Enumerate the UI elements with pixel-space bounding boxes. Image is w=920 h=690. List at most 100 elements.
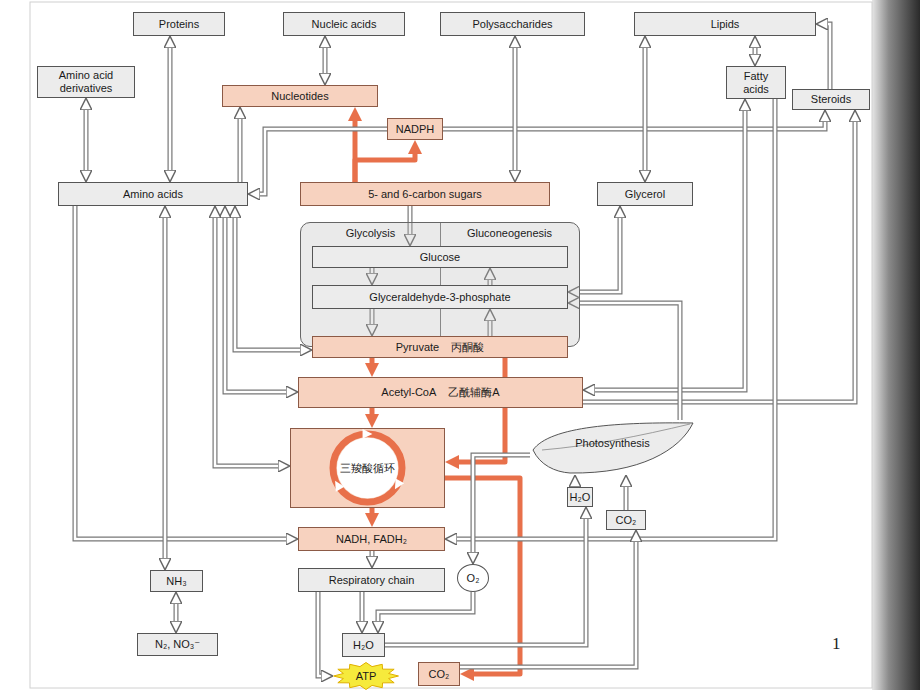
connector (325, 44, 326, 77)
process-box: Proteins (133, 12, 225, 36)
connector (372, 508, 373, 519)
connector-line (583, 118, 855, 402)
process-box: Nucleic acids (283, 12, 405, 36)
connector-outline (225, 214, 290, 392)
process-box: CO₂ (418, 662, 460, 686)
box-label: 乙酰辅酶A (448, 386, 499, 399)
section-heading: Glycolysis (301, 227, 440, 240)
connector (576, 214, 620, 292)
process-box: Acetyl-CoA 乙酰辅酶A (298, 377, 583, 408)
connector (362, 592, 363, 625)
process-box: Amino acids (58, 182, 248, 206)
box-label: H₂O (353, 639, 374, 652)
box-label: Acetyl-CoA (381, 386, 436, 399)
connector-line (378, 592, 473, 625)
cycle-center (337, 438, 398, 498)
connector-line (824, 24, 830, 89)
page-number: 1 (832, 634, 841, 654)
connector (583, 118, 855, 402)
connector-outline (174, 600, 179, 625)
connector (165, 214, 166, 562)
connector-line (239, 115, 242, 182)
connector (626, 483, 627, 510)
connector-line (443, 118, 825, 129)
connector-line (371, 551, 374, 560)
connector-line (473, 455, 530, 556)
box-label: Steroids (811, 93, 851, 106)
process-box: Lipids (634, 12, 816, 36)
process-box: NADPH (387, 118, 443, 140)
connector (591, 107, 745, 390)
atp-burst (334, 663, 399, 690)
connector-outline (591, 107, 745, 390)
box-label: 三羧酸循环 (340, 462, 395, 474)
leaf-outline (533, 423, 693, 473)
connector-outline (323, 44, 328, 77)
connector-outline (318, 592, 325, 676)
connector-line (175, 600, 178, 625)
section-heading: Gluconeogenesis (440, 227, 579, 240)
process-box: NH₃ (150, 570, 203, 592)
connector-line (370, 408, 375, 420)
connector-outline (753, 44, 758, 58)
box-label: Lipids (711, 18, 740, 31)
process-box: NADH, FADH₂ (298, 527, 445, 551)
box-label: CO₂ (616, 514, 637, 527)
connector (824, 24, 830, 89)
connectors (75, 24, 855, 676)
connector-outline (84, 106, 89, 174)
page-edge-shade (872, 0, 920, 690)
connector-outline (238, 115, 243, 182)
cycle-arrow (391, 478, 404, 491)
connector (755, 44, 756, 58)
connector-outline (443, 118, 825, 129)
box-label: NH₃ (166, 575, 186, 588)
process-box: N₂, NO₃⁻ (137, 633, 218, 656)
connector-line (169, 44, 172, 174)
pathway-panel: GlycolysisGluconeogenesisGlucoseGlyceral… (300, 222, 580, 347)
connector-line (215, 214, 282, 466)
process-box: Respiratory chain (298, 568, 445, 592)
cycle-arrow (363, 429, 373, 439)
connector (170, 44, 171, 174)
connector (215, 214, 282, 466)
process-box: Pyruvate 丙酮酸 (312, 336, 568, 358)
connector (225, 214, 290, 392)
connector-outline (473, 455, 530, 556)
connector-outline (576, 214, 620, 292)
connector (443, 118, 825, 129)
connector-line (164, 214, 167, 562)
process-box: CO₂ (606, 510, 646, 530)
box-label: O₂ (467, 572, 480, 585)
connector-line (318, 592, 325, 676)
box-label: NADPH (396, 123, 435, 136)
process-box: Fatty acids (726, 66, 786, 99)
box-label: 5- and 6-carbon sugars (368, 188, 482, 201)
connector (576, 303, 680, 420)
process-box: Polysaccharides (440, 12, 585, 36)
box-label: 丙酮酸 (451, 341, 484, 354)
leaf-vein (542, 424, 690, 450)
connector (515, 44, 516, 174)
process-box: 5- and 6-carbon sugars (300, 182, 550, 206)
connector (460, 538, 636, 667)
connector (318, 592, 325, 676)
connector-outline (370, 551, 375, 560)
connector-outline (513, 44, 518, 174)
connector (645, 44, 646, 174)
connector (240, 115, 241, 182)
connector-line (75, 206, 290, 539)
connector-line (591, 107, 745, 390)
box-label: Pyruvate (396, 341, 439, 354)
cycle-ring (333, 434, 402, 502)
connector (75, 206, 290, 539)
box-label: ATP (356, 670, 377, 683)
connector-outline (75, 206, 290, 539)
connector-line (453, 358, 505, 462)
process-box: H₂O (342, 633, 385, 657)
page-border (30, 2, 872, 688)
connector (473, 455, 530, 556)
connector-outline (378, 592, 473, 625)
connector (453, 358, 505, 462)
process-box: Glucose (312, 246, 568, 268)
